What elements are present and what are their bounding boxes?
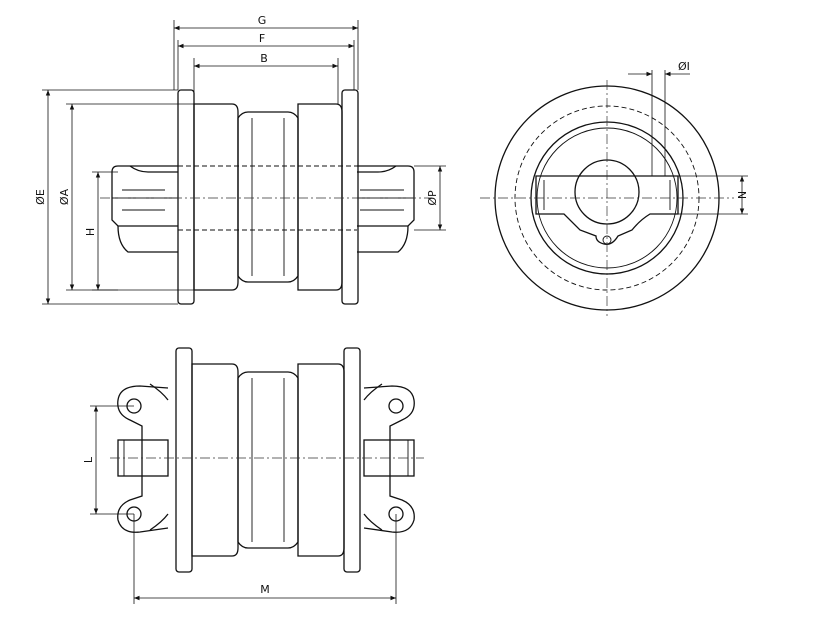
side-bracket [535, 175, 679, 245]
dimension-N: N [678, 175, 748, 215]
dimension-E: ØE [34, 89, 178, 305]
plan-left-flange [175, 347, 193, 573]
left-tread [193, 103, 239, 291]
right-tread [297, 103, 343, 291]
bolt-hole [388, 398, 404, 414]
dimension-F: F [177, 32, 355, 90]
left-shaft-bracket [111, 165, 178, 253]
right-shaft-bracket [357, 165, 415, 253]
side-view: ØI N [480, 60, 748, 316]
plan-right-flange [343, 347, 361, 573]
dimension-M: M [133, 514, 397, 604]
label-N: N [735, 191, 748, 199]
dimension-G: G [173, 14, 359, 90]
label-A: ØA [58, 188, 71, 205]
left-flange [177, 89, 195, 305]
label-E: ØE [34, 189, 47, 205]
dimension-P: ØP [414, 165, 446, 231]
right-flange [341, 89, 359, 305]
front-view: G F B ØE ØA [34, 14, 446, 305]
label-H: H [84, 228, 97, 236]
label-L: L [82, 456, 95, 463]
dimension-H: H [84, 171, 118, 291]
dimension-B: B [193, 52, 339, 104]
label-I: ØI [678, 60, 690, 73]
label-B: B [260, 52, 268, 65]
label-F: F [259, 32, 265, 45]
center-hub [237, 111, 299, 283]
dimension-I: ØI [628, 60, 690, 176]
label-P: ØP [426, 190, 439, 206]
plan-view: L M [82, 347, 424, 604]
plan-center-hub [237, 371, 299, 549]
label-G: G [258, 14, 267, 27]
dimension-A: ØA [58, 103, 194, 291]
label-M: M [260, 583, 270, 596]
dimension-L: L [82, 405, 134, 515]
